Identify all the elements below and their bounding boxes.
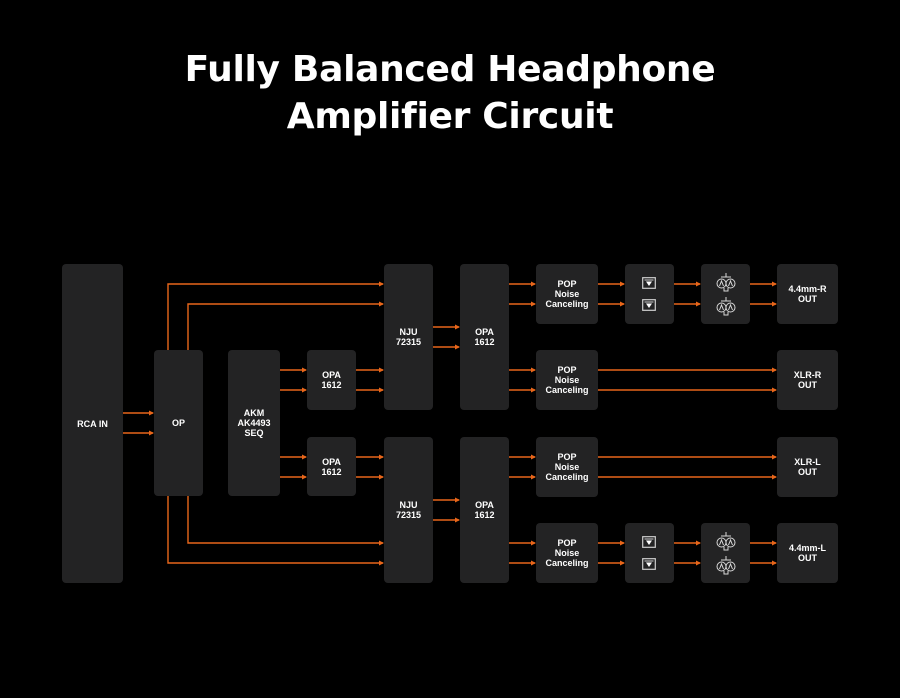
wire-op-nju-bottom-2 [167,496,384,566]
diagram-title: Fully Balanced Headphone Amplifier Circu… [0,46,900,140]
filter-icon [642,536,656,548]
pop-label: Noise [554,462,580,472]
pop-label: Noise [554,375,580,385]
opa-small-top-block: OPA 1612 [307,350,356,410]
output-label: XLR-L [794,457,821,467]
op-label: OP [171,418,185,428]
akm-label-2: AK4493 [237,418,271,428]
amplifier-icon [716,297,736,316]
nju-bottom-block: NJU 72315 [384,437,433,583]
filter-icon [642,277,656,289]
pop-label: Noise [554,548,580,558]
wire-op-nju-top-2 [187,301,384,350]
output-label: OUT [798,553,817,563]
rca-in-label: RCA IN [77,418,108,429]
opa-label: OPA [475,327,494,337]
wire-op-nju-bottom-1 [187,496,384,546]
pop-block-3: POP Noise Canceling [536,437,598,497]
pop-label: Noise [554,289,580,299]
nju-model: 72315 [395,337,422,347]
nju-top-block: NJU 72315 [384,264,433,410]
output-label: 4.4mm-R [788,284,827,294]
output-label: XLR-R [793,370,822,380]
akm-label-3: SEQ [244,428,264,438]
pop-label: POP [557,279,577,289]
opa-model: 1612 [474,337,495,347]
akm-label-1: AKM [243,408,265,418]
output-label: OUT [798,294,817,304]
filter-icon [642,558,656,570]
title-line-2: Amplifier Circuit [286,96,614,137]
pop-label: POP [557,452,577,462]
op-block: OP [154,350,203,496]
pop-label: POP [557,365,577,375]
pop-label: Canceling [545,558,589,568]
akm-dac-block: AKM AK4493 SEQ [228,350,280,496]
filter-block-top [625,264,674,324]
title-line-1: Fully Balanced Headphone [184,49,716,90]
pop-label: POP [557,538,577,548]
pop-label: Canceling [545,472,589,482]
output-label: OUT [798,380,817,390]
pop-block-4: POP Noise Canceling [536,523,598,583]
opa-model: 1612 [474,510,495,520]
output-xlr-r: XLR-R OUT [777,350,838,410]
wire-op-nju-top-1 [167,281,384,350]
opa-big-bottom-block: OPA 1612 [460,437,509,583]
opa-model: 1612 [321,466,342,477]
amplifier-icon [716,532,736,551]
opa-small-bottom-block: OPA 1612 [307,437,356,496]
output-xlr-l: XLR-L OUT [777,437,838,497]
rca-in-block: RCA IN [62,264,123,583]
pop-label: Canceling [545,385,589,395]
amplifier-icon [716,556,736,575]
output-4-4mm-r: 4.4mm-R OUT [777,264,838,324]
output-label: OUT [798,467,817,477]
opa-model: 1612 [321,380,342,390]
nju-label: NJU [399,327,418,337]
filter-icon [642,299,656,311]
pop-label: Canceling [545,299,589,309]
nju-label: NJU [399,500,418,510]
amplifier-icon [716,273,736,292]
filter-block-bottom [625,523,674,583]
pop-block-1: POP Noise Canceling [536,264,598,324]
opa-label: OPA [322,456,341,467]
output-4-4mm-l: 4.4mm-L OUT [777,523,838,583]
nju-model: 72315 [395,510,422,520]
opa-label: OPA [322,370,341,380]
opa-label: OPA [475,500,494,510]
pop-block-2: POP Noise Canceling [536,350,598,410]
output-label: 4.4mm-L [788,543,826,553]
opa-big-top-block: OPA 1612 [460,264,509,410]
